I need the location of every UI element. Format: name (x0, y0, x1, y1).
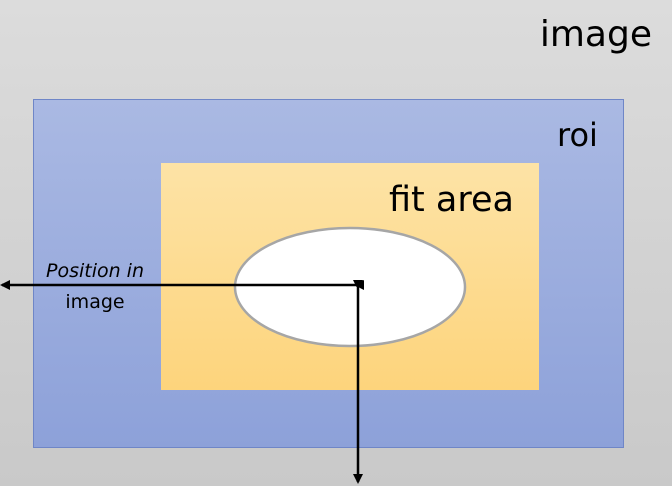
roi-label: roi (557, 116, 598, 154)
fit-ellipse (233, 226, 467, 348)
position-label-line1: Position in (45, 260, 144, 282)
fit-area-label: fit area (389, 180, 514, 220)
position-label-line2: image (65, 291, 125, 313)
position-in-image-label: Position in image (30, 256, 160, 318)
image-label: image (539, 14, 652, 55)
